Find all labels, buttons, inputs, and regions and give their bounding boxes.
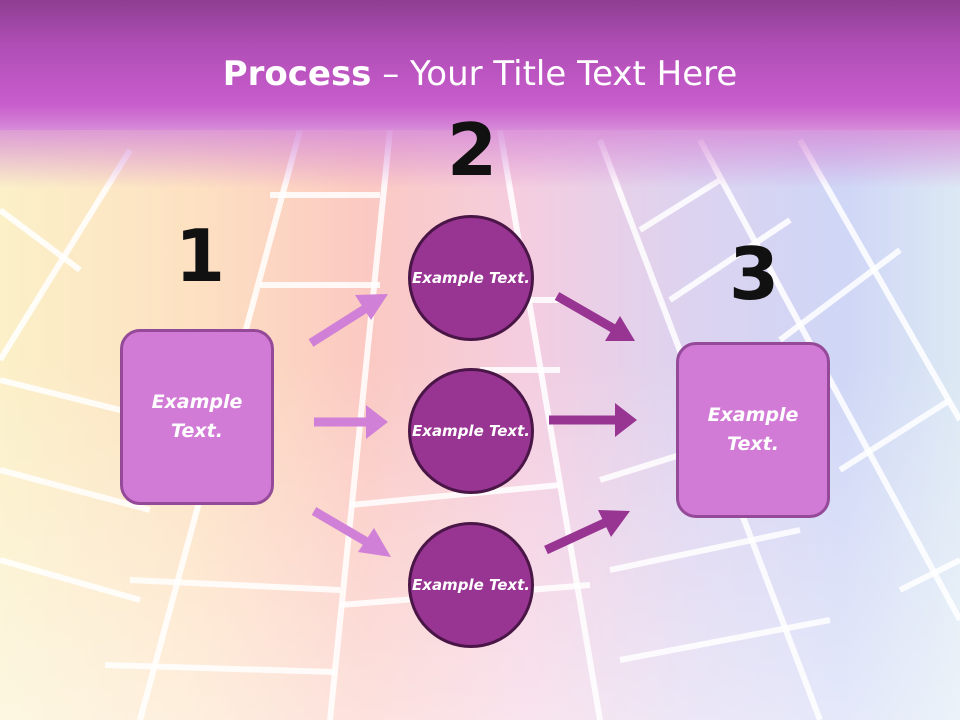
step-2-circle-top: Example Text. [408,215,534,341]
step-number-1: 1 [174,214,226,298]
step-number-2: 2 [446,108,498,192]
arrow-middle-to-right [549,403,637,437]
slide-title: Process – Your Title Text Here [0,52,960,96]
step-2-circle-bottom: Example Text. [408,522,534,648]
step-3-box-text: Example Text. [707,404,799,455]
step-number-3: 3 [728,232,780,316]
arrow-top-to-right [554,292,635,341]
step-2-circle-bottom-text: Example Text. [412,575,530,594]
slide-title-bold: Process [222,54,372,94]
step-2-circle-top-text: Example Text. [412,268,530,287]
step-2-circle-middle-text: Example Text. [412,421,530,440]
step-2-circle-middle: Example Text. [408,368,534,494]
title-bar-fade [0,128,960,188]
step-1-box-text: Example Text. [151,391,243,442]
arrow-left-to-middle [314,405,388,439]
arrow-left-to-top [308,294,388,347]
title-bar [0,0,960,130]
slide-title-rest: – Your Title Text Here [371,54,738,94]
arrow-bottom-to-right [544,510,630,555]
step-3-box: Example Text. [676,342,830,518]
step-1-box: Example Text. [120,329,274,505]
arrow-left-to-bottom [311,507,391,557]
